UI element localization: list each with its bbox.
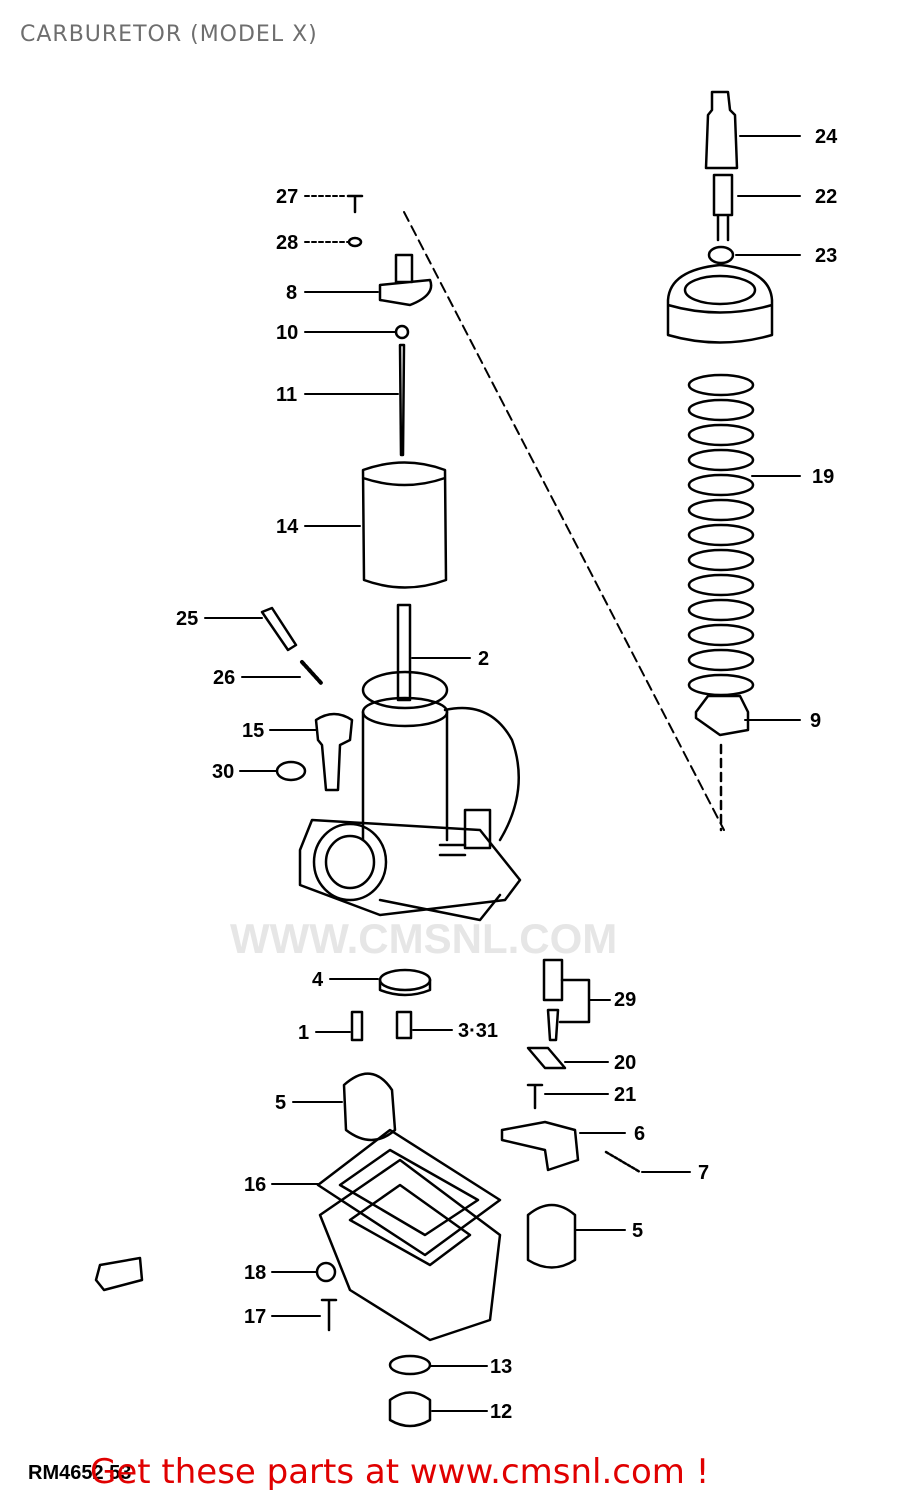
callout-13: 13 — [490, 1356, 512, 1378]
callout-15: 15 — [242, 720, 264, 742]
callout-11: 11 — [276, 384, 297, 406]
callout-30: 30 — [212, 761, 234, 783]
part-20-float-pin-plate — [526, 1046, 567, 1070]
watermark: WWW.CMSNL.COM — [230, 915, 618, 962]
callout-labels: 24 22 23 19 9 27 28 8 10 11 14 25 2 26 1… — [176, 126, 838, 1423]
part-2-needle-jet — [396, 603, 412, 702]
carburetor-top-cap — [666, 263, 774, 344]
part-17-screw — [320, 1298, 338, 1332]
part-22-cable-adjuster — [712, 173, 734, 242]
part-15-idle-screw — [314, 712, 354, 792]
page-title: CARBURETOR (MODEL X) — [20, 22, 318, 47]
carburetor-body — [298, 670, 522, 922]
callout-12: 12 — [490, 1401, 512, 1423]
part-4-jet-holder — [378, 968, 432, 992]
part-7-pin — [604, 1150, 642, 1174]
part-23-locknut — [707, 245, 735, 265]
callout-27: 27 — [276, 186, 298, 208]
callout-2: 2 — [478, 648, 489, 670]
callout-14: 14 — [276, 516, 299, 538]
buy-parts-link[interactable]: Get these parts at www.cmsnl.com ! — [90, 1452, 710, 1492]
callout-5-lower: 5 — [632, 1220, 643, 1242]
part-6-float-arm — [500, 1120, 580, 1172]
part-5-float-right — [526, 1203, 577, 1269]
callout-16: 16 — [244, 1174, 266, 1196]
float-bowl — [318, 1158, 502, 1342]
callout-6: 6 — [634, 1123, 645, 1145]
part-25-air-screw — [260, 606, 298, 652]
part-30-o-ring — [275, 760, 307, 782]
callout-4: 4 — [312, 969, 324, 991]
bracket-29 — [558, 978, 591, 1024]
callout-20: 20 — [614, 1052, 636, 1074]
cap-thread-top — [683, 274, 757, 306]
callout-17: 17 — [244, 1306, 266, 1328]
part-8-needle-clip-plate — [378, 253, 433, 307]
part-26-spring — [300, 660, 324, 686]
part-16-gasket — [316, 1128, 502, 1257]
callout-8: 8 — [286, 282, 297, 304]
callout-1: 1 — [298, 1022, 309, 1044]
part-9-spring-seat — [694, 694, 750, 737]
callout-5-upper: 5 — [275, 1092, 286, 1114]
callout-19: 19 — [812, 466, 834, 488]
part-11-jet-needle — [398, 343, 406, 457]
callout-18: 18 — [244, 1262, 266, 1284]
part-5-float-left — [342, 1072, 397, 1142]
part-13-o-ring — [388, 1354, 432, 1376]
part-28-washer — [347, 236, 363, 248]
callout-25: 25 — [176, 608, 198, 630]
part-10-clip — [394, 324, 410, 340]
part-21-screw — [526, 1083, 544, 1110]
part-14-throttle-valve — [361, 461, 448, 589]
callout-21: 21 — [614, 1084, 636, 1106]
part-18-drain-plug — [315, 1261, 337, 1283]
callout-23: 23 — [815, 245, 837, 267]
part-4-body — [378, 978, 432, 997]
callout-9: 9 — [810, 710, 821, 732]
callout-3-31: 3·31 — [458, 1020, 498, 1042]
callout-7: 7 — [698, 1162, 709, 1184]
part-27-screw — [346, 194, 364, 214]
callout-22: 22 — [815, 186, 837, 208]
dashed-guide-diagonal — [403, 211, 725, 831]
part-3-main-jet — [395, 1010, 413, 1040]
callout-28: 28 — [276, 232, 298, 254]
part-29-needle-valve — [542, 958, 564, 1042]
diagram-code: RM4652 53 — [28, 1462, 132, 1484]
part-24-cable-adjuster-cap — [704, 90, 739, 170]
part-19-throttle-spring — [687, 373, 755, 697]
fwd-arrow-icon — [94, 1256, 144, 1292]
callout-10: 10 — [276, 322, 298, 344]
callout-24: 24 — [815, 126, 838, 148]
part-12-plug — [388, 1391, 432, 1428]
part-1-pilot-jet — [350, 1010, 364, 1042]
callout-29: 29 — [614, 989, 636, 1011]
callout-26: 26 — [213, 667, 235, 689]
